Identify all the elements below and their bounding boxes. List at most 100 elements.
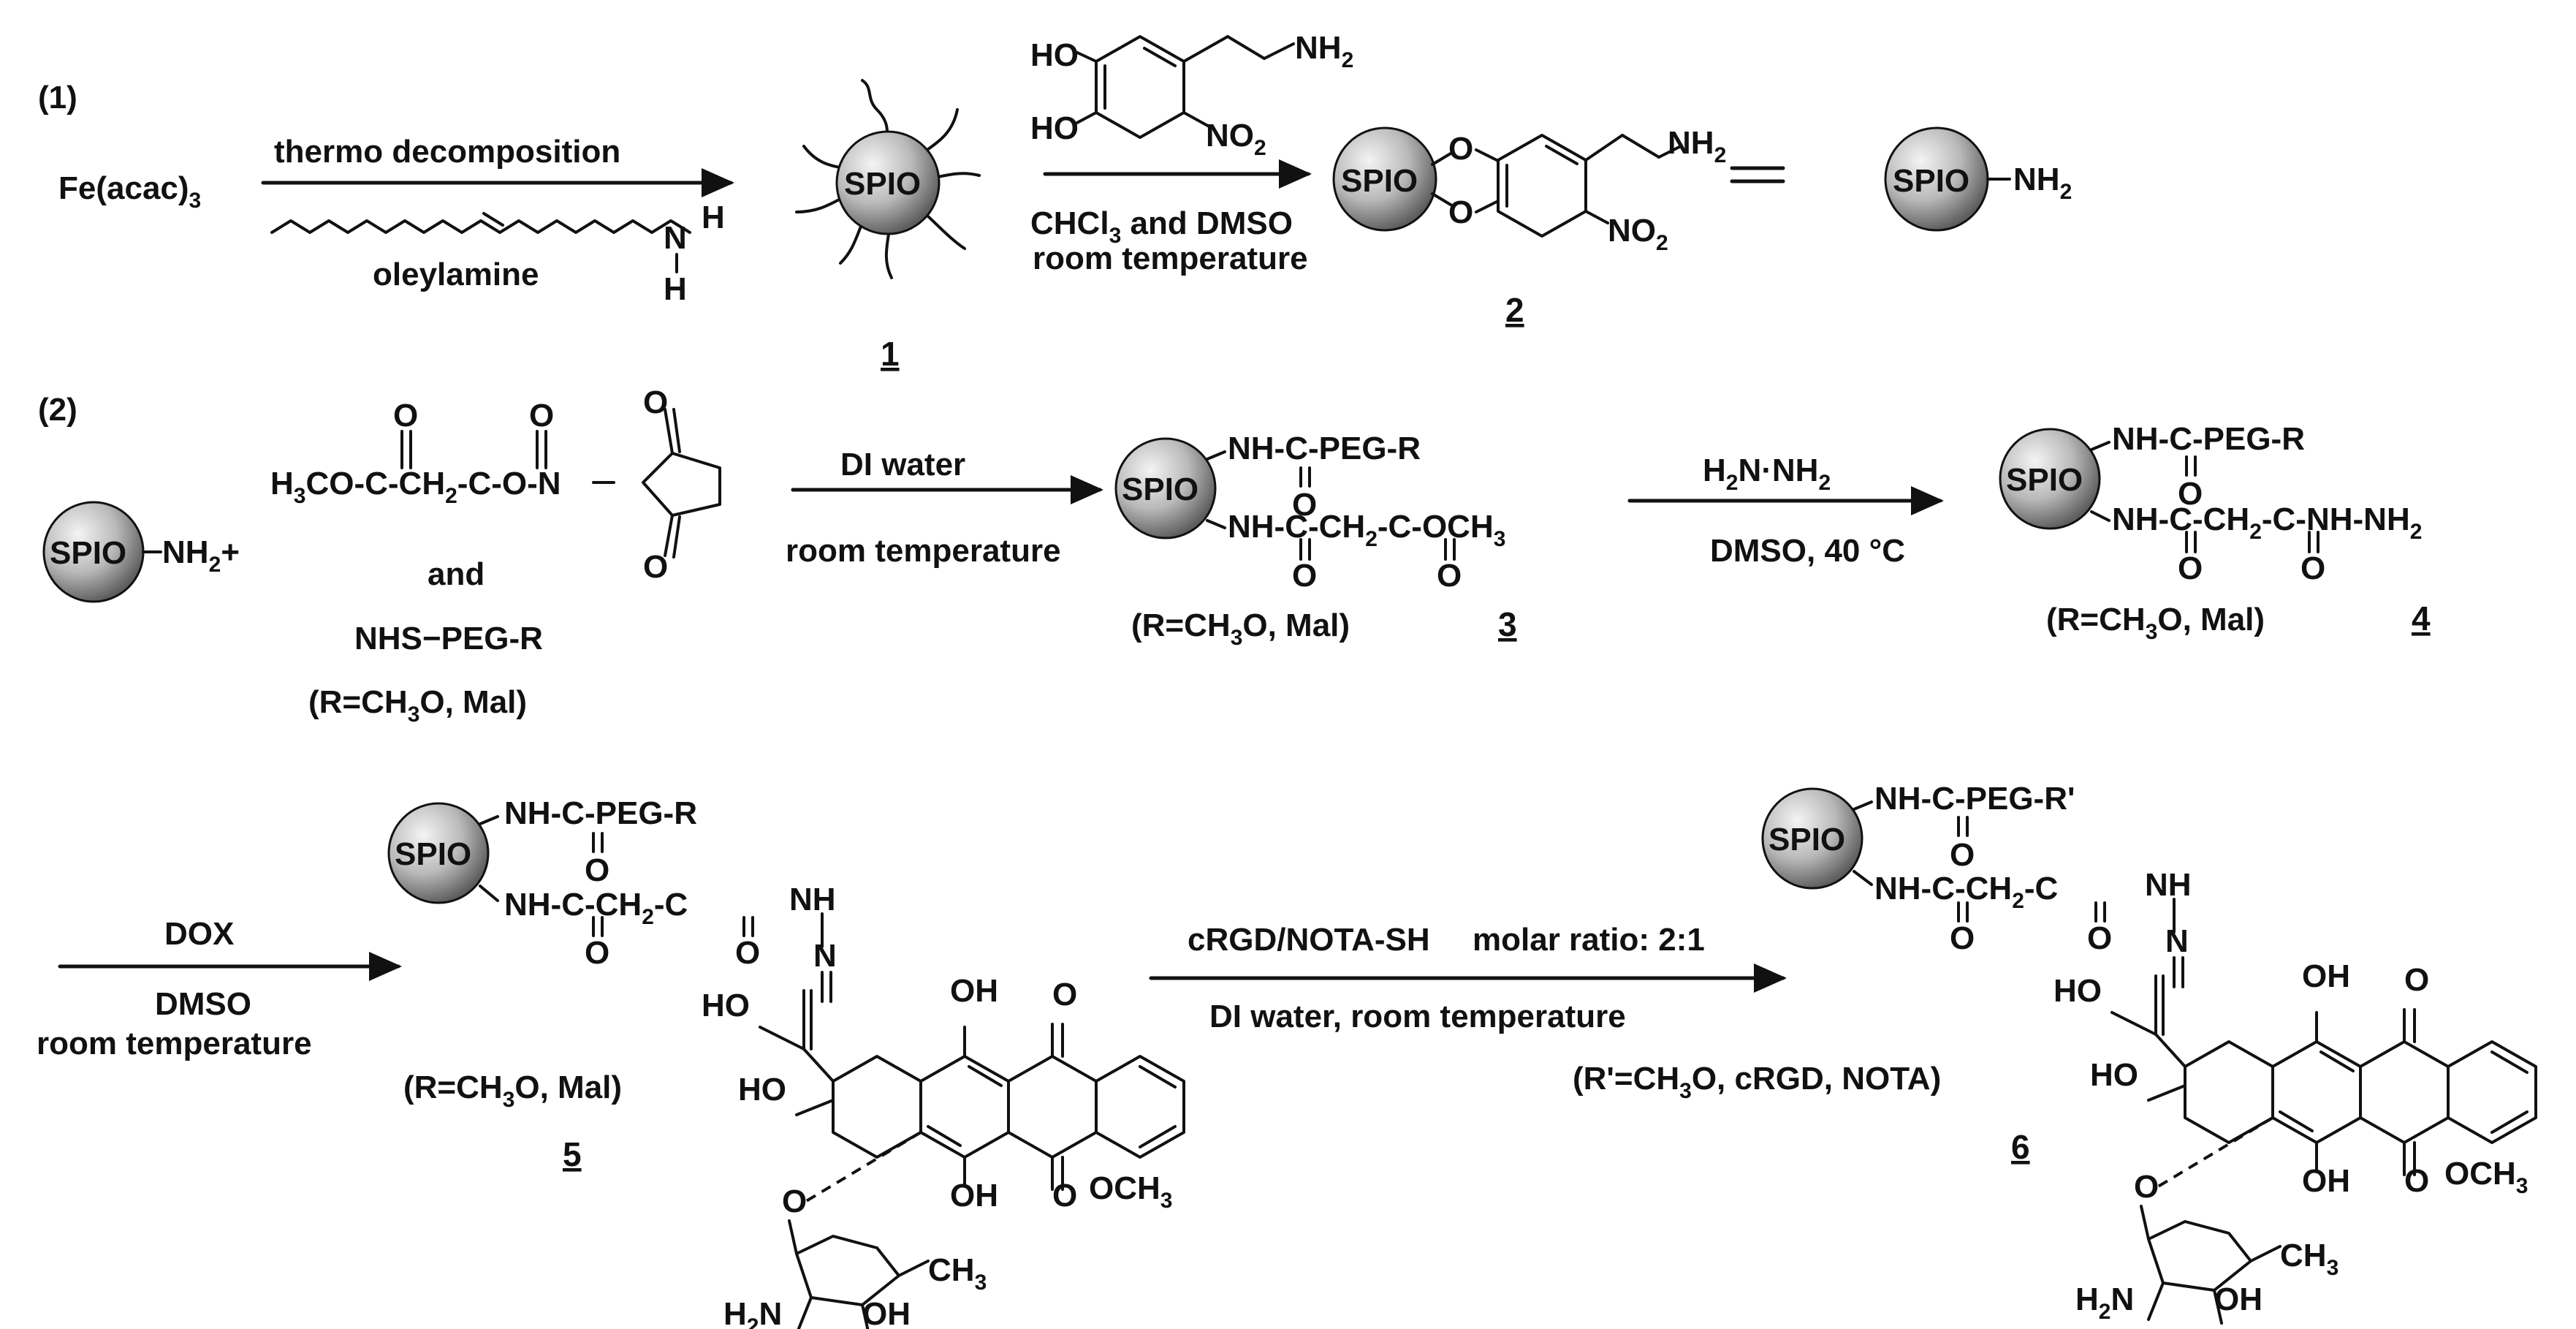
spio-nh2-simplified: SPIO bbox=[1884, 126, 2011, 232]
compound-5-o1: O bbox=[585, 852, 609, 888]
step-1-condition-above: thermo decomposition bbox=[274, 134, 620, 170]
and-text: and bbox=[428, 556, 485, 592]
r-definition-3: (R=CH3O, Mal) bbox=[1131, 607, 1350, 650]
nitrodopamine-nh2: NH2 bbox=[1295, 30, 1353, 72]
compound-4-number: 4 bbox=[2412, 599, 2431, 637]
step-5-condition-above: DOX bbox=[164, 916, 234, 952]
compound-3-o1: O bbox=[1292, 487, 1317, 523]
ester-formula: H3CO-C-CH2-C-O-N bbox=[270, 466, 561, 508]
equivalence-sign bbox=[1730, 166, 1785, 183]
compound-5-peg-line: NH-C-PEG-R bbox=[504, 795, 697, 831]
step-6-ratio: molar ratio: 2:1 bbox=[1473, 922, 1705, 958]
compound-5-chain: NH-C-CH2-C bbox=[504, 887, 688, 929]
spio-oleylamine-coated: SPIO bbox=[795, 79, 981, 279]
step-2-condition-2: room temperature bbox=[1033, 241, 1308, 276]
compound-6-nh: NH bbox=[2145, 867, 2192, 903]
compound-5-o-bottom: O bbox=[1052, 1178, 1077, 1213]
malonyl-nhs-ester-structure bbox=[400, 408, 721, 559]
compound-2-o2: O bbox=[1448, 194, 1473, 230]
ester-o-top-2: O bbox=[529, 398, 554, 433]
step-1-condition-below: oleylamine bbox=[373, 257, 539, 292]
compound-3-peg-line: NH-C-PEG-R bbox=[1228, 431, 1421, 466]
compound-5-o3: O bbox=[735, 935, 760, 971]
oleylamine-h2: H bbox=[664, 271, 687, 307]
compound-5-o-top: O bbox=[1052, 977, 1077, 1012]
step-4-condition-below: DMSO, 40 °C bbox=[1710, 533, 1905, 569]
compound-3-chain: NH-C-CH2-C-OCH3 bbox=[1228, 509, 1505, 551]
compound-6-chain: NH-C-CH2-C bbox=[1874, 871, 2058, 913]
compound-6-peg-line: NH-C-PEG-R' bbox=[1874, 781, 2075, 817]
compound-4-peg-line: NH-C-PEG-R bbox=[2112, 421, 2305, 457]
compound-5-oh-bottom: OH bbox=[950, 1178, 998, 1213]
compound-4-structure: SPIO bbox=[1999, 428, 2319, 553]
compound-6-n: N bbox=[2165, 923, 2189, 959]
compound-3-o2: O bbox=[1292, 558, 1317, 594]
compound-5-structure: SPIO bbox=[387, 802, 1185, 1329]
compound-5-och3: OCH3 bbox=[1089, 1170, 1172, 1213]
spio-nh2-text: NH2 bbox=[2013, 162, 2072, 204]
step-3-condition-above: DI water bbox=[840, 447, 965, 482]
compound-6-oh-sugar: OH bbox=[2214, 1281, 2262, 1317]
nitrodopamine-ho2: HO bbox=[1030, 110, 1079, 146]
compound-4-o1: O bbox=[2178, 476, 2203, 512]
nitrodopamine-structure bbox=[1073, 35, 1295, 139]
spio-nh2-reactant-text: NH2+ bbox=[162, 534, 240, 577]
step-3-condition-below: room temperature bbox=[786, 533, 1061, 569]
spio-label: SPIO bbox=[50, 535, 126, 571]
step-5-condition-below-2: room temperature bbox=[37, 1026, 312, 1061]
oleylamine-h1: H bbox=[702, 200, 725, 235]
nhs-o-bottom: O bbox=[643, 549, 668, 585]
compound-6-och3: OCH3 bbox=[2444, 1156, 2528, 1198]
compound-6-o3: O bbox=[2087, 920, 2112, 956]
compound-4-chain: NH-C-CH2-C-NH-NH2 bbox=[2112, 501, 2422, 544]
compound-5-ch3: CH3 bbox=[928, 1252, 987, 1295]
compound-5-oh-sugar: OH bbox=[862, 1296, 911, 1329]
spio-label: SPIO bbox=[1122, 472, 1198, 507]
compound-6-h2n: H2N bbox=[2075, 1281, 2134, 1324]
compound-5-ho1: HO bbox=[702, 988, 750, 1023]
compound-5-o2: O bbox=[585, 935, 609, 971]
compound-6-oh-bottom: OH bbox=[2302, 1163, 2350, 1199]
r-definition-1: (R=CH3O, Mal) bbox=[308, 684, 527, 727]
compound-5-h2n: H2N bbox=[723, 1296, 782, 1329]
nhs-peg-text: NHS−PEG-R bbox=[354, 621, 543, 656]
compound-6-o-link: O bbox=[2134, 1169, 2159, 1205]
spio-label: SPIO bbox=[1768, 822, 1845, 857]
nitrodopamine-no2: NO2 bbox=[1206, 118, 1266, 160]
r-prime-definition: (R'=CH3O, cRGD, NOTA) bbox=[1573, 1061, 1941, 1103]
compound-6-o2: O bbox=[1950, 920, 1975, 956]
part-2-label: (2) bbox=[38, 392, 77, 428]
oleylamine-structure bbox=[270, 212, 691, 234]
compound-4-o3: O bbox=[2300, 550, 2325, 586]
spio-label: SPIO bbox=[2006, 462, 2083, 498]
spio-label: SPIO bbox=[1341, 163, 1418, 199]
compound-4-o2: O bbox=[2178, 550, 2203, 586]
compound-5-oh-top: OH bbox=[950, 973, 998, 1009]
step-2-condition-1: CHCl3 and DMSO bbox=[1030, 205, 1293, 248]
part-1-label: (1) bbox=[38, 80, 77, 116]
r-definition-4: (R=CH3O, Mal) bbox=[2046, 602, 2265, 644]
compound-2-nh2: NH2 bbox=[1668, 125, 1726, 167]
compound-6-o-top: O bbox=[2404, 962, 2429, 998]
spio-label: SPIO bbox=[1893, 163, 1969, 199]
compound-2-no2: NO2 bbox=[1608, 213, 1668, 255]
compound-5-n: N bbox=[813, 938, 837, 974]
compound-5-number: 5 bbox=[563, 1135, 582, 1173]
compound-6-o1: O bbox=[1950, 837, 1975, 873]
step-5-condition-below-1: DMSO bbox=[155, 986, 251, 1022]
ester-o-top-1: O bbox=[393, 398, 418, 433]
spio-nh2-reactant: SPIO bbox=[42, 501, 162, 603]
oleylamine-n: N bbox=[664, 220, 687, 256]
compound-5-o-link: O bbox=[782, 1184, 807, 1219]
compound-1-number: 1 bbox=[881, 335, 900, 373]
spio-label: SPIO bbox=[395, 836, 471, 872]
compound-2-structure: SPIO bbox=[1332, 126, 1682, 238]
compound-6-o-bottom: O bbox=[2404, 1163, 2429, 1199]
spio-label: SPIO bbox=[844, 166, 921, 202]
nitrodopamine-ho1: HO bbox=[1030, 37, 1079, 73]
compound-6-ho2: HO bbox=[2090, 1057, 2138, 1093]
compound-5-ho2: HO bbox=[738, 1072, 786, 1108]
step-6-reagent: cRGD/NOTA-SH bbox=[1188, 922, 1430, 958]
step-6-condition-below: DI water, room temperature bbox=[1209, 999, 1626, 1034]
